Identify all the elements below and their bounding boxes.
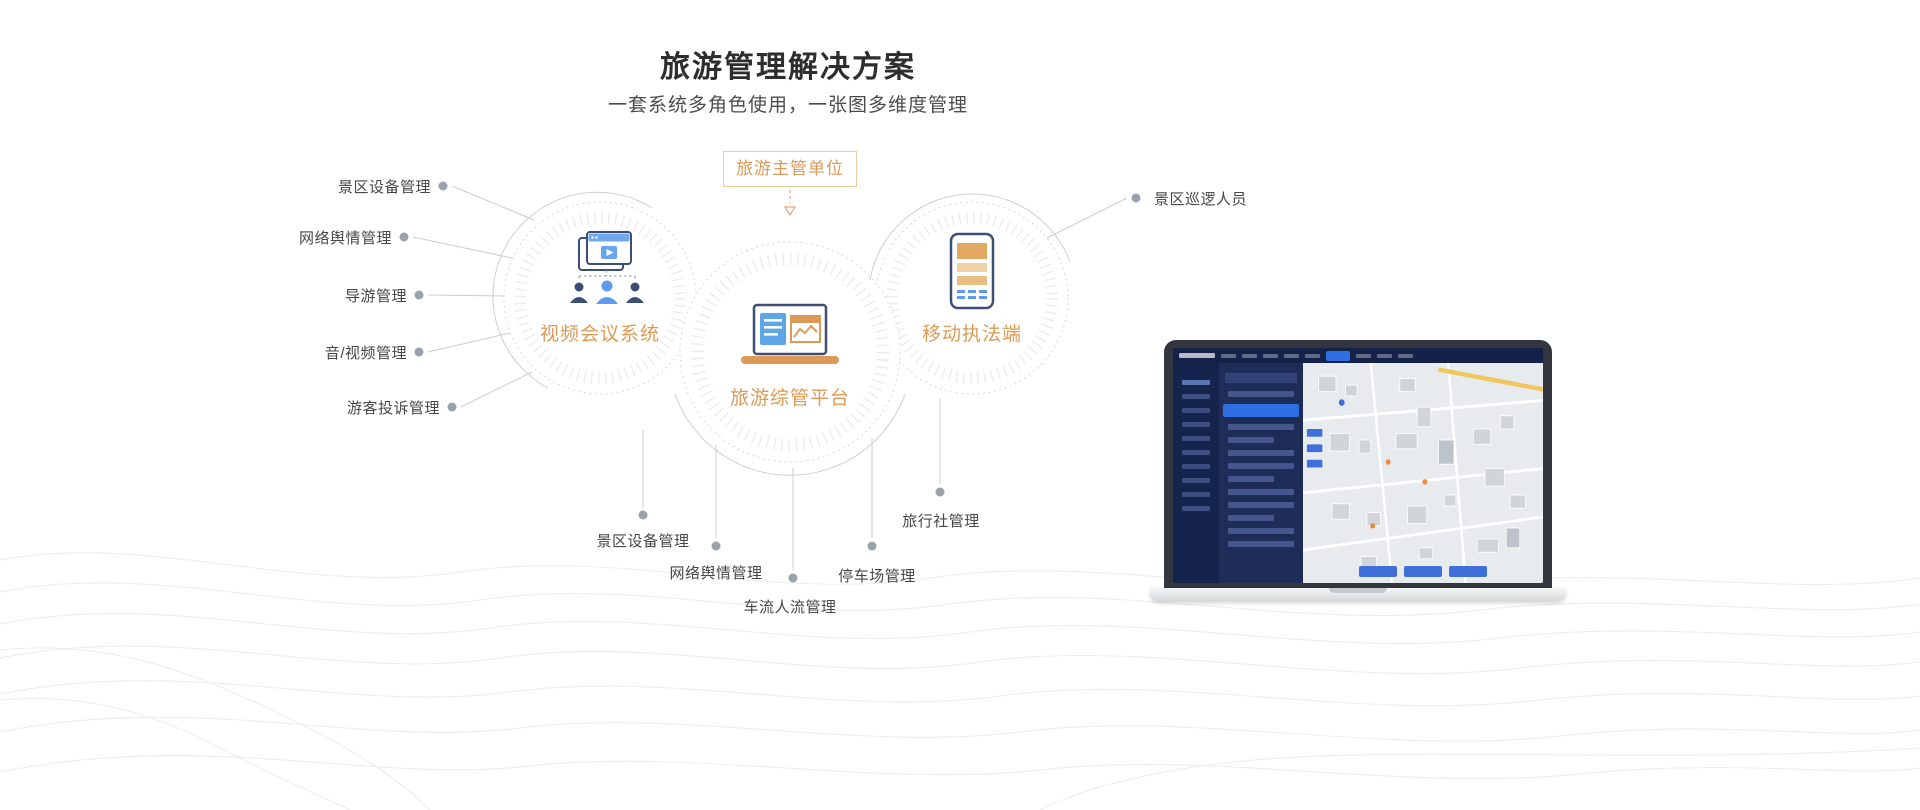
left-label-1: 景区设备管理 — [337, 179, 431, 196]
dashboard-logo — [1179, 353, 1215, 358]
dashboard-map-view — [1303, 363, 1543, 583]
bottom-label-3: 车流人流管理 — [743, 599, 837, 616]
bottom-label-2: 网络舆情管理 — [669, 565, 763, 582]
map-toolbar — [1359, 566, 1487, 577]
dashboard-topbar — [1173, 348, 1543, 363]
top-unit-box: 旅游主管单位 — [723, 151, 857, 187]
left-label-4: 音/视频管理 — [324, 345, 407, 362]
dashboard-icon-rail — [1173, 363, 1219, 583]
mobile-phone-icon — [949, 232, 995, 310]
laptop-base — [1150, 588, 1566, 601]
dashboard-menu-panel — [1219, 363, 1303, 583]
left-label-5: 游客投诉管理 — [346, 400, 440, 417]
platform-laptop-icon — [741, 303, 839, 364]
left-label-2: 网络舆情管理 — [298, 230, 392, 247]
map-toolbar-button — [1449, 566, 1487, 577]
bottom-label-1: 景区设备管理 — [596, 533, 690, 550]
laptop-screen — [1164, 340, 1552, 588]
node-label-video-conference: 视频会议系统 — [539, 324, 661, 345]
map-toolbar-button — [1404, 566, 1442, 577]
video-conference-icon — [570, 231, 644, 304]
bottom-label-5: 旅行社管理 — [902, 513, 980, 530]
node-label-mobile: 移动执法端 — [921, 324, 1023, 345]
dashboard-preview — [1173, 348, 1543, 583]
bottom-label-4: 停车场管理 — [838, 568, 916, 585]
page-title: 旅游管理解决方案 — [660, 51, 916, 84]
dashboard-selected-item — [1223, 404, 1299, 417]
laptop-mockup — [1150, 340, 1566, 601]
map-toolbar-button — [1359, 566, 1397, 577]
left-label-3: 导游管理 — [344, 288, 407, 305]
right-label: 景区巡逻人员 — [1154, 191, 1248, 208]
node-label-platform: 旅游综管平台 — [729, 388, 851, 409]
top-unit-label: 旅游主管单位 — [736, 159, 844, 178]
dashboard-active-tab — [1326, 350, 1350, 361]
city-map-graphic — [1303, 363, 1543, 583]
page-subtitle: 一套系统多角色使用，一张图多维度管理 — [607, 95, 969, 116]
